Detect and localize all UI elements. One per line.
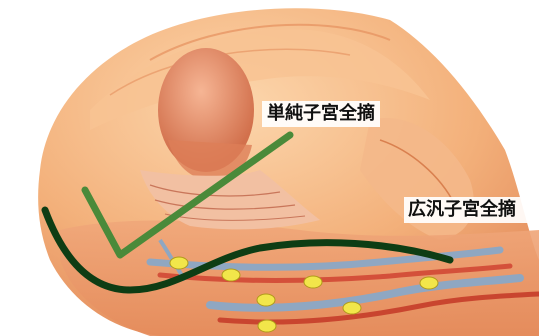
simple-hysterectomy-label: 単純子宮全摘 [262, 101, 380, 127]
extended-hysterectomy-label: 広汎子宮全摘 [404, 197, 539, 223]
lymph-node [170, 257, 188, 269]
lymph-node [257, 294, 275, 306]
lymph-node [258, 320, 276, 332]
lymph-node [420, 277, 438, 289]
lymph-node [304, 276, 322, 288]
lymph-node [343, 302, 361, 314]
lymph-node [222, 269, 240, 281]
